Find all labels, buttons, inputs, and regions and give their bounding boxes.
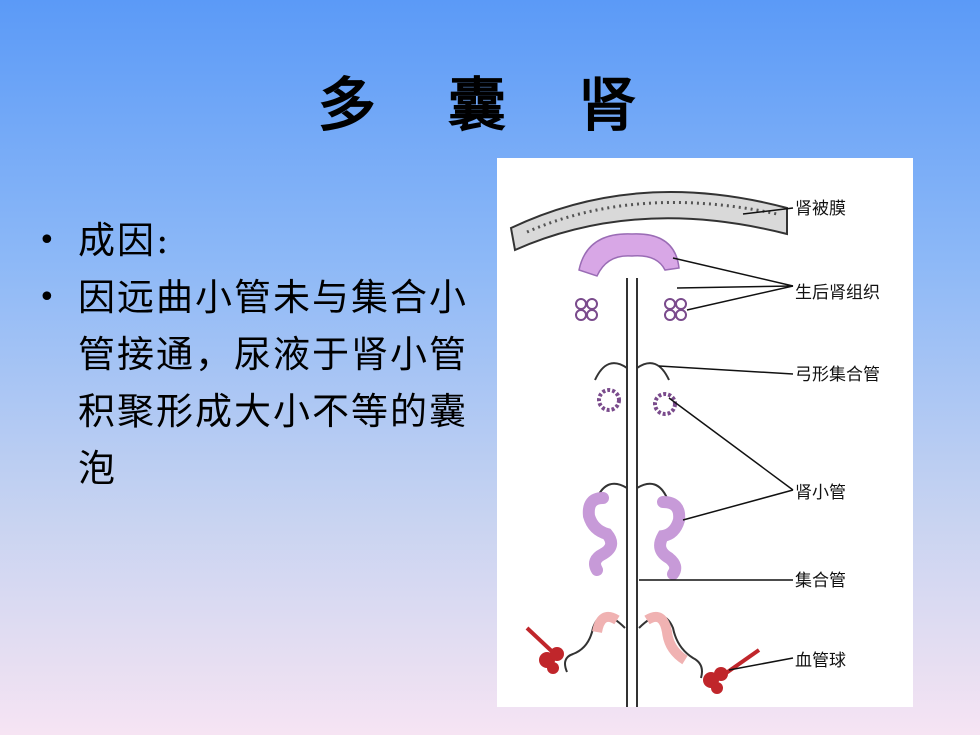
cell-cluster-left [575, 298, 598, 321]
bullet-list: • 成因: • 因远曲小管未与集合小管接通，尿液于肾小管积聚形成大小不等的囊泡 [38, 212, 478, 497]
bullet-dot-icon: • [38, 280, 56, 315]
arcuate-branch-right [636, 362, 670, 381]
arcuate-branch-left [594, 362, 628, 381]
bullet-dot-icon: • [38, 223, 56, 258]
s-tubule-left [582, 492, 618, 576]
label-renal-tubule: 肾小管 [795, 483, 846, 503]
kidney-diagram: 肾被膜 生后肾组织 弓形集合管 肾小管 集合管 血管球 [497, 158, 913, 707]
leader-lines [639, 207, 794, 671]
label-glomerulus: 血管球 [795, 651, 846, 671]
capsule-shape [509, 191, 788, 252]
bullet-text: 成因: [78, 219, 171, 262]
bullet-text: 因远曲小管未与集合小管接通，尿液于肾小管积聚形成大小不等的囊泡 [78, 276, 468, 490]
metanephric-cap [578, 233, 680, 277]
glomerulus-right [703, 648, 761, 694]
capsule-dots [526, 201, 778, 234]
label-collecting-duct: 集合管 [795, 571, 846, 591]
s-tubule-right [654, 496, 686, 580]
nephron-lower-left [592, 612, 620, 634]
kidney-diagram-svg: 肾被膜 生后肾组织 弓形集合管 肾小管 集合管 血管球 [509, 191, 880, 707]
nephron-lower-right [644, 612, 688, 665]
cell-cluster-right [664, 298, 687, 321]
tubule-ring-left [597, 388, 621, 412]
bullet-item: • 因远曲小管未与集合小管接通，尿液于肾小管积聚形成大小不等的囊泡 [38, 269, 478, 497]
glomerulus-left [525, 626, 564, 674]
slide-title: 多 囊 肾 [317, 71, 663, 139]
branch-mid-right [636, 482, 668, 499]
label-metanephric-tissue: 生后肾组织 [795, 283, 880, 303]
tubule-ring-right [653, 392, 677, 416]
label-capsule: 肾被膜 [795, 199, 846, 219]
bullet-item: • 成因: [38, 212, 478, 269]
label-arcuate-duct: 弓形集合管 [795, 365, 880, 385]
